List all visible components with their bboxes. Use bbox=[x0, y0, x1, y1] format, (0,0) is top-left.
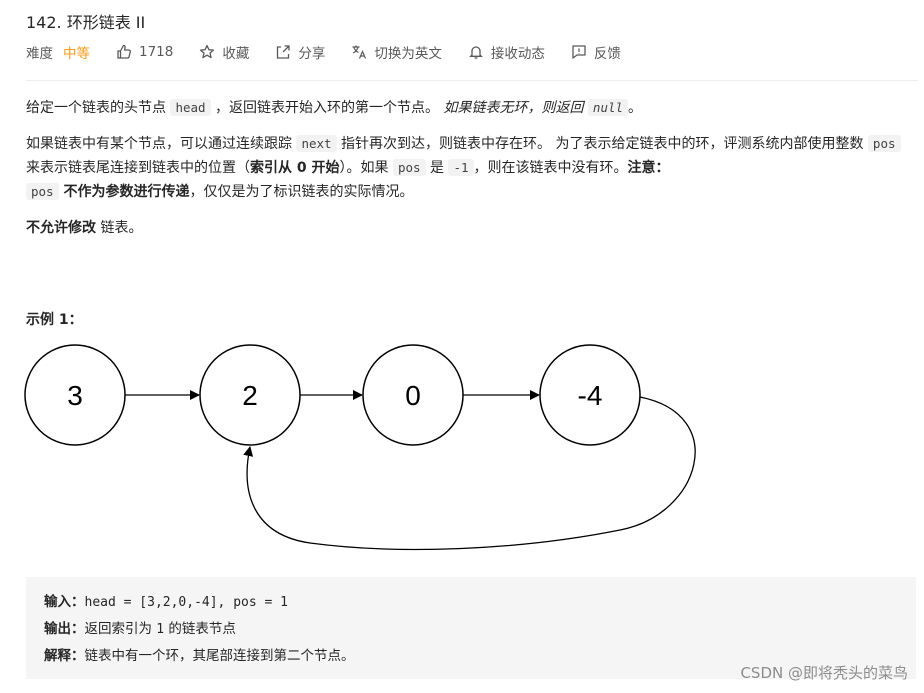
translate-label: 切换为英文 bbox=[374, 46, 442, 62]
share-icon bbox=[277, 45, 291, 59]
difficulty: 难度 中等 bbox=[26, 42, 90, 62]
description-paragraph-1: 给定一个链表的头节点 head ，返回链表开始入环的第一个节点。 如果链表无环，… bbox=[26, 99, 643, 116]
subscribe-button[interactable]: 接收动态 bbox=[468, 42, 545, 62]
difficulty-label: 难度 bbox=[26, 46, 53, 62]
like-button[interactable]: 1718 bbox=[116, 44, 173, 60]
svg-text:0: 0 bbox=[405, 380, 421, 411]
svg-text:-4: -4 bbox=[578, 380, 603, 411]
code-pos: pos bbox=[26, 183, 59, 200]
translate-icon bbox=[352, 45, 367, 59]
feedback-icon bbox=[572, 45, 586, 59]
example-title: 示例 1： bbox=[26, 312, 83, 328]
description-paragraph-2: 如果链表中有某个节点，可以通过连续跟踪 next 指针再次到达，则链表中存在环。… bbox=[26, 132, 916, 204]
translate-button[interactable]: 切换为英文 bbox=[351, 42, 442, 62]
problem-title: 142. 环形链表 II bbox=[26, 13, 146, 32]
star-icon bbox=[200, 44, 215, 59]
example-input: 输入：head = [3,2,0,-4], pos = 1 bbox=[44, 594, 288, 610]
thumbs-up-icon bbox=[117, 44, 131, 59]
cycle-arrow bbox=[243, 396, 696, 551]
divider bbox=[26, 80, 918, 81]
list-node-3: -4 bbox=[539, 344, 641, 446]
code-pos: pos bbox=[867, 135, 901, 152]
subscribe-label: 接收动态 bbox=[490, 46, 545, 62]
example-output: 输出：返回索引为 1 的链表节点 bbox=[44, 621, 236, 637]
code-pos: pos bbox=[392, 159, 426, 176]
list-node-2: 0 bbox=[362, 344, 464, 446]
watermark: CSDN @即将秃头的菜鸟 bbox=[740, 664, 908, 682]
svg-text:2: 2 bbox=[242, 380, 258, 411]
feedback-label: 反馈 bbox=[593, 46, 621, 62]
code-head: head bbox=[170, 99, 211, 116]
difficulty-value: 中等 bbox=[63, 46, 90, 62]
favorite-button[interactable]: 收藏 bbox=[199, 42, 249, 62]
share-button[interactable]: 分享 bbox=[275, 42, 325, 62]
linked-list-diagram: 3 2 0 -4 bbox=[24, 344, 696, 551]
example-explanation: 解释：链表中有一个环，其尾部连接到第二个节点。 bbox=[44, 648, 355, 664]
list-node-1: 2 bbox=[199, 344, 301, 446]
code-null: null bbox=[587, 99, 629, 116]
bell-icon bbox=[468, 46, 483, 59]
description-paragraph-3: 不允许修改 链表。 bbox=[26, 220, 143, 236]
like-count: 1718 bbox=[139, 44, 174, 60]
svg-text:3: 3 bbox=[67, 380, 83, 411]
share-label: 分享 bbox=[298, 46, 326, 62]
feedback-button[interactable]: 反馈 bbox=[571, 42, 621, 62]
favorite-label: 收藏 bbox=[222, 46, 250, 62]
code-minus-one: -1 bbox=[448, 159, 474, 176]
code-next: next bbox=[296, 135, 337, 152]
problem-meta-bar: 难度 中等 1718 收藏 分享 切换为英文 接收动态 反馈 bbox=[26, 42, 647, 62]
problem-description: 给定一个链表的头节点 head ，返回链表开始入环的第一个节点。 如果链表无环，… bbox=[26, 96, 916, 252]
example-io-block: 输入：head = [3,2,0,-4], pos = 1 输出：返回索引为 1… bbox=[26, 577, 916, 679]
list-node-0: 3 bbox=[24, 344, 126, 446]
